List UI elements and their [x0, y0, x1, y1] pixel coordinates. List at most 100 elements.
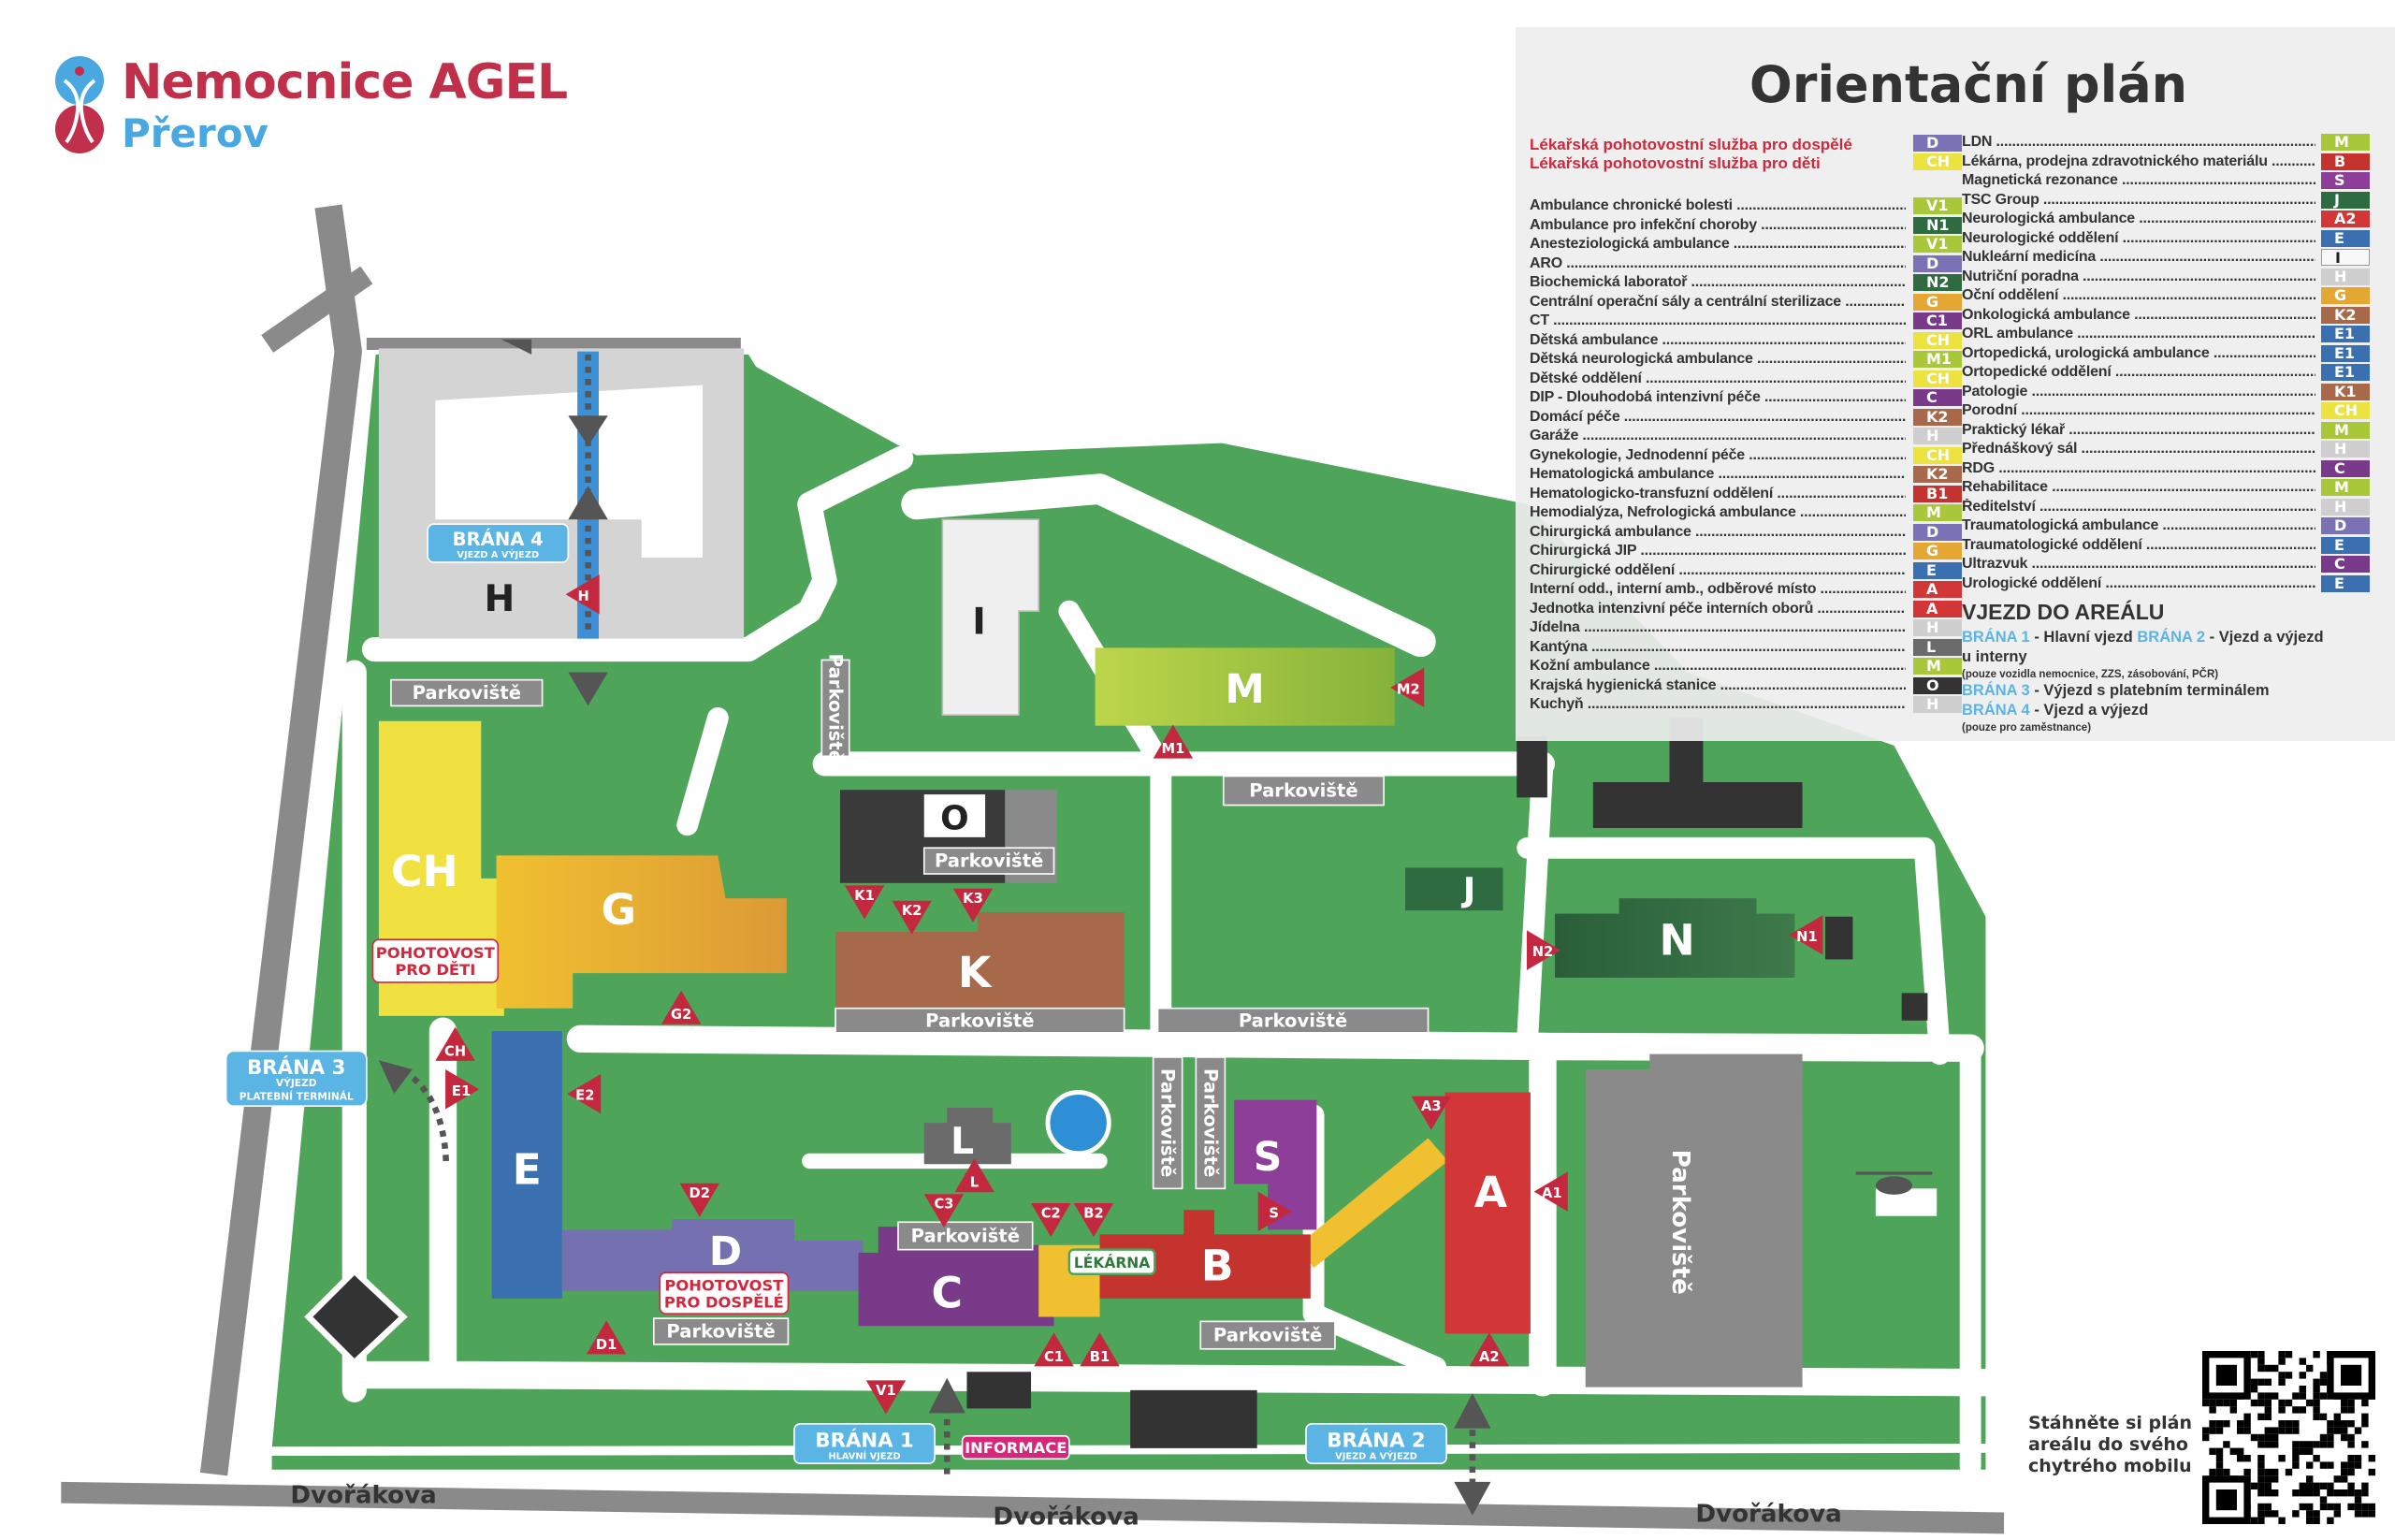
legend-item-badge: K2	[1913, 408, 1962, 426]
building-e[interactable]	[491, 1031, 562, 1299]
entrance-marker[interactable]: A1	[1533, 1171, 1568, 1212]
parking-lot[interactable]: Parkoviště	[652, 1317, 790, 1345]
entrance-label: K3	[963, 891, 983, 907]
entrance-triangle-icon	[952, 888, 994, 923]
building-c[interactable]	[858, 1227, 1054, 1327]
gate1-desc: - Hlavní vjezd	[2029, 629, 2138, 646]
legend-item-badge: C1	[1913, 312, 1962, 329]
er-adults-line2: PRO DOSPĚLÉ	[664, 1294, 784, 1312]
legend-item-badge: CH	[1913, 331, 1962, 349]
entrance-marker[interactable]: V1	[865, 1380, 907, 1415]
building-a[interactable]	[1444, 1092, 1531, 1334]
building-s[interactable]	[1234, 1099, 1317, 1230]
entrance-marker[interactable]: A3	[1411, 1096, 1452, 1130]
legend-item-label: Dětské oddělení	[1530, 370, 1906, 387]
gate-1-sub: HLAVNÍ VJEZD	[828, 1449, 900, 1461]
entrance-marker[interactable]: M2	[1390, 667, 1425, 708]
entrance-label: L	[970, 1175, 979, 1191]
entrance-marker[interactable]: E1	[445, 1069, 480, 1110]
building-ch-label: CH	[391, 847, 458, 896]
information-point[interactable]: INFORMACE	[961, 1435, 1070, 1460]
entry-heading: VJEZD DO AREÁLU	[1962, 600, 2165, 624]
parking-lot[interactable]: Parkoviště	[835, 1007, 1125, 1034]
legend-item-label: Nutriční poradna	[1962, 269, 2315, 285]
entrance-marker[interactable]: C2	[1031, 1203, 1071, 1238]
building-m[interactable]	[1095, 647, 1395, 726]
parking-lot[interactable]: Parkoviště	[1152, 1056, 1183, 1190]
entrance-marker[interactable]: M1	[1153, 724, 1194, 759]
parking-lot[interactable]: Parkoviště	[1156, 1007, 1430, 1034]
legend-item-badge: V1	[1913, 197, 1962, 214]
hospital-logo: Nemocnice AGEL Přerov	[51, 54, 575, 167]
legend-item-label: Ambulance chronické bolesti	[1530, 197, 1906, 214]
legend-item-badge: M	[1913, 658, 1962, 675]
legend-item-label: LDN	[1962, 134, 2315, 151]
building-k[interactable]	[835, 911, 1125, 1009]
building-i[interactable]	[941, 518, 1040, 717]
legend-item-badge: H	[2321, 441, 2370, 458]
parking-lot[interactable]: Parkoviště	[820, 654, 850, 763]
entrance-label: M2	[1397, 681, 1420, 697]
parking-lot[interactable]: Parkoviště	[922, 847, 1055, 875]
entrance-marker[interactable]: B2	[1073, 1203, 1114, 1238]
legend-item-badge: CH	[1913, 446, 1962, 464]
building-d[interactable]	[561, 1219, 864, 1291]
entrance-label: C3	[934, 1197, 953, 1213]
pharmacy-label: LÉKÁRNA	[1074, 1254, 1150, 1271]
legend-item-badge: H	[1913, 428, 1962, 444]
parking-label: Parkoviště	[925, 1010, 1034, 1031]
entrance-marker[interactable]: CH	[435, 1026, 475, 1061]
entrance-marker[interactable]: S	[1257, 1191, 1292, 1232]
building-j[interactable]	[1405, 867, 1503, 911]
entrance-marker[interactable]: C3	[923, 1194, 965, 1228]
entrance-triangle-icon	[586, 1320, 627, 1355]
building-b[interactable]	[1099, 1210, 1311, 1299]
parking-large[interactable]	[1585, 1053, 1803, 1387]
parking-lot[interactable]: Parkoviště	[1222, 775, 1386, 806]
parking-lot[interactable]: Parkoviště	[1199, 1320, 1336, 1350]
entrance-marker[interactable]: G2	[660, 990, 702, 1024]
entrance-marker[interactable]: L	[954, 1158, 994, 1193]
entrance-marker[interactable]: D2	[679, 1183, 719, 1217]
entrance-marker[interactable]: K2	[892, 900, 932, 935]
legend-item-badge: D	[2321, 517, 2370, 534]
building-g[interactable]	[496, 855, 787, 1009]
building-n[interactable]	[1555, 898, 1795, 979]
entrance-marker[interactable]: N2	[1527, 930, 1561, 970]
entrance-marker[interactable]: N1	[1789, 915, 1823, 955]
building-l[interactable]	[923, 1107, 1011, 1165]
logo-city: Přerov	[122, 110, 269, 156]
legend-item-badge: A2	[2321, 211, 2370, 227]
parking-lot[interactable]: Parkoviště	[897, 1221, 1034, 1251]
entrance-marker[interactable]: H	[565, 574, 600, 615]
legend-item-badge: N2	[1913, 274, 1962, 291]
entrance-label: E2	[575, 1088, 594, 1104]
parking-label: Parkoviště	[1157, 1068, 1179, 1177]
entrance-marker[interactable]: K1	[844, 885, 885, 920]
pharmacy-sign[interactable]: LÉKÁRNA	[1067, 1248, 1156, 1275]
parking-label: Parkoviště	[825, 654, 847, 763]
parking-lot[interactable]: Parkoviště	[1195, 1056, 1227, 1190]
legend-item-badge: B	[2321, 153, 2370, 170]
qr-code[interactable]	[2202, 1351, 2375, 1524]
legend-item-label: Ortopedické oddělení	[1962, 364, 2315, 381]
legend-item-label: Biochemická laboratoř	[1530, 274, 1906, 291]
entrance-marker[interactable]: K3	[952, 888, 994, 923]
entrance-triangle-icon	[565, 574, 600, 615]
entrance-marker[interactable]: B1	[1080, 1332, 1120, 1367]
entrance-marker[interactable]: E2	[567, 1073, 602, 1114]
legend-item-badge: K2	[2321, 306, 2370, 324]
parking-lot[interactable]: Parkoviště	[390, 678, 544, 707]
entrance-marker[interactable]: D1	[586, 1320, 627, 1355]
gate2-note: (pouze vozidla nemocnice, ZZS, zásobován…	[1962, 669, 2219, 680]
entrance-marker[interactable]: C1	[1034, 1332, 1074, 1367]
er-adults-line1: POHOTOVOST	[664, 1277, 784, 1295]
entrance-marker[interactable]: A2	[1469, 1332, 1510, 1367]
